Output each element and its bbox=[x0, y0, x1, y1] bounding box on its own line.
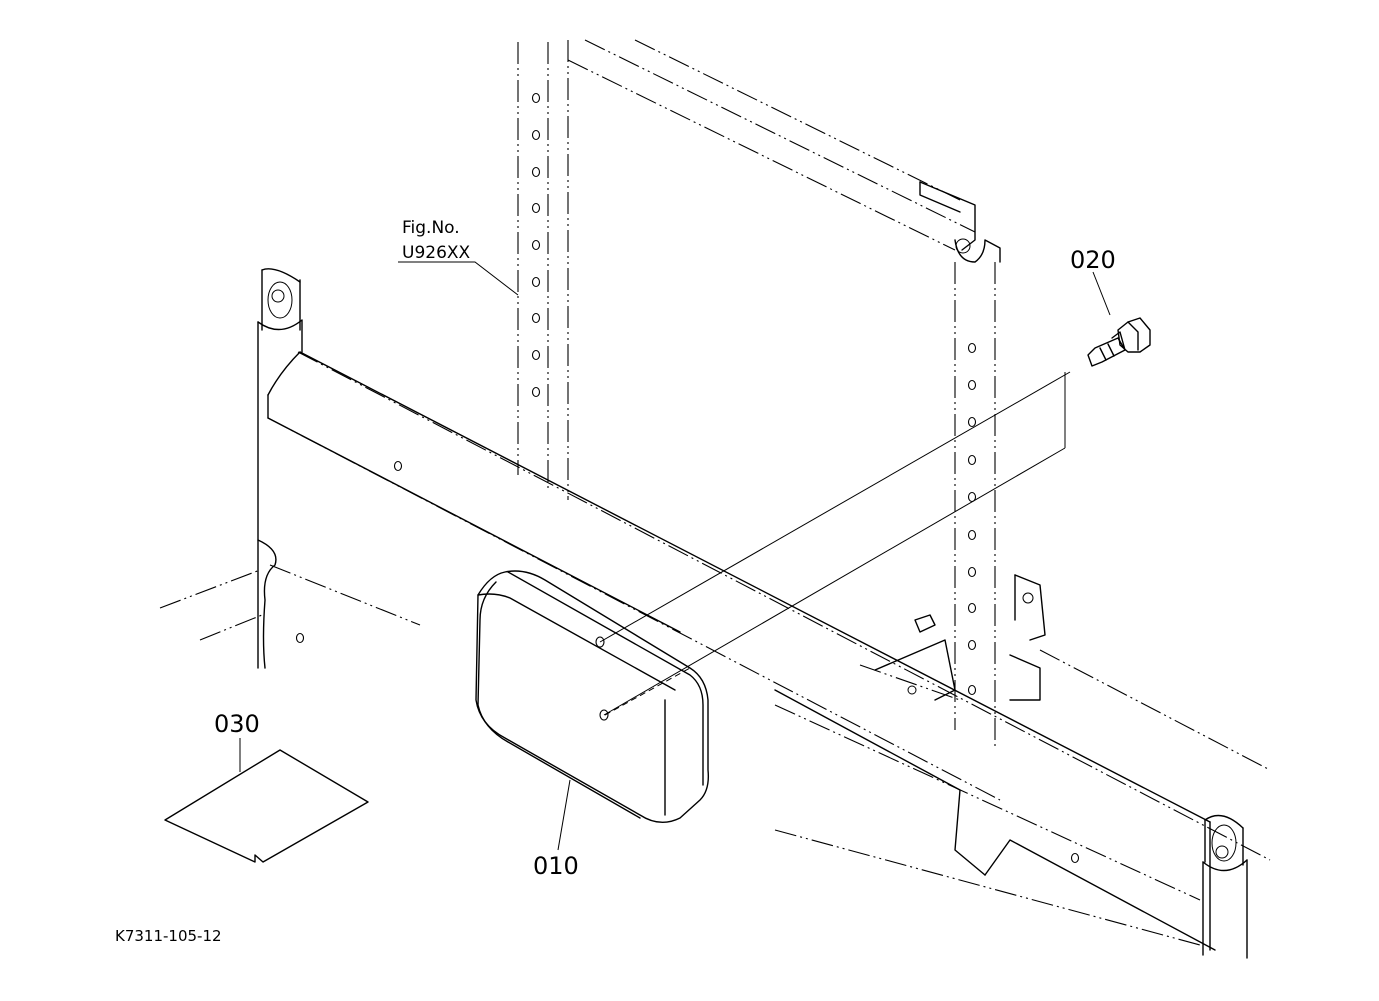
top-right-bracket bbox=[919, 181, 1001, 263]
leader-lines bbox=[239, 261, 1111, 851]
left-hinge-pillar bbox=[257, 268, 303, 669]
phantom-frame-lines bbox=[159, 39, 1271, 946]
part-010-box bbox=[475, 570, 710, 823]
part-030-label-sheet bbox=[164, 749, 369, 863]
left-post-holes bbox=[531, 92, 541, 398]
right-post-holes bbox=[967, 342, 977, 696]
callout-010: 010 bbox=[533, 852, 579, 880]
part-020-bolt bbox=[1087, 317, 1151, 367]
drawing-code: K7311-105-12 bbox=[115, 927, 222, 945]
right-hinge-pillar bbox=[1202, 814, 1248, 959]
callout-020: 020 bbox=[1070, 246, 1116, 274]
fig-number-value: U926XX bbox=[402, 243, 471, 263]
callout-030: 030 bbox=[214, 710, 260, 738]
main-beam bbox=[267, 351, 1216, 951]
mount-bracket bbox=[874, 574, 1046, 701]
fig-number-label: Fig.No. bbox=[402, 218, 460, 238]
assembly-guide-lines bbox=[599, 371, 1071, 716]
